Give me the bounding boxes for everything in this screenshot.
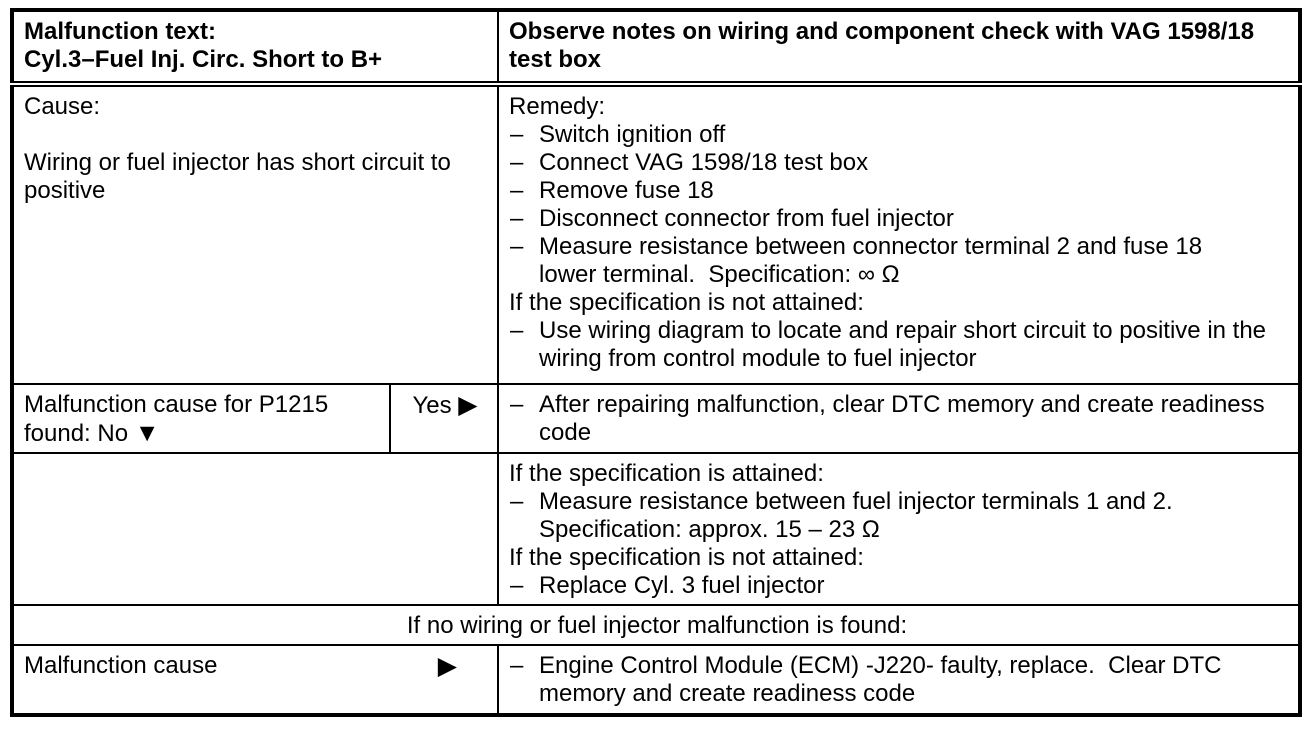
- decision-question-cell: Malfunction cause for P1215 found: No ▼: [11, 383, 391, 454]
- cause-label: Cause:: [24, 93, 101, 120]
- list-item: Replace Cyl. 3 fuel injector: [509, 572, 1290, 600]
- list-item: Remove fuse 18: [509, 177, 1290, 205]
- attained-step-list: Measure resistance between fuel injector…: [509, 488, 1290, 544]
- yes-label: Yes: [412, 392, 452, 419]
- table-row: If the specification is attained: Measur…: [10, 452, 1302, 606]
- table-row: Malfunction cause for P1215 found: No ▼ …: [11, 383, 1302, 454]
- list-item: Engine Control Module (ECM) -J220- fault…: [509, 652, 1290, 708]
- remedy-label: Remedy:: [509, 93, 606, 120]
- right-arrow-icon: ▶: [437, 652, 458, 680]
- malfunction-text-label: Malfunction text:: [24, 18, 216, 45]
- list-item: After repairing malfunction, clear DTC m…: [509, 391, 1290, 447]
- list-item: Measure resistance between connector ter…: [509, 233, 1290, 289]
- cause-description: Wiring or fuel injector has short circui…: [24, 149, 451, 204]
- cause-cell: Cause: Wiring or fuel injector has short…: [10, 83, 500, 385]
- malfunction-text-cell: Malfunction text: Cyl.3–Fuel Inj. Circ. …: [10, 9, 500, 87]
- list-item: Measure resistance between fuel injector…: [509, 488, 1290, 544]
- list-item: Connect VAG 1598/18 test box: [509, 149, 1290, 177]
- final-action-list: Engine Control Module (ECM) -J220- fault…: [509, 652, 1290, 708]
- attained-not-step-list: Replace Cyl. 3 fuel injector: [509, 572, 1290, 600]
- final-cause-label: Malfunction cause: [24, 652, 218, 679]
- condition-not-attained: If the specification is not attained:: [509, 289, 864, 316]
- decision-action-list: After repairing malfunction, clear DTC m…: [509, 391, 1290, 447]
- decision-action-cell: After repairing malfunction, clear DTC m…: [497, 383, 1302, 454]
- wiring-note-cell: Observe notes on wiring and component ch…: [497, 9, 1302, 87]
- table-row: Malfunction text: Cyl.3–Fuel Inj. Circ. …: [10, 9, 1302, 87]
- remedy-not-attained-list: Use wiring diagram to locate and repair …: [509, 317, 1290, 373]
- remedy-step-list: Switch ignition off Connect VAG 1598/18 …: [509, 121, 1290, 289]
- right-arrow-icon: ▶: [458, 391, 478, 419]
- down-arrow-icon: ▼: [134, 419, 160, 447]
- empty-cell: [10, 452, 500, 606]
- final-action-cell: Engine Control Module (ECM) -J220- fault…: [497, 644, 1302, 716]
- final-cause-cell: Malfunction cause ▶: [10, 644, 500, 716]
- malfunction-code: Cyl.3–Fuel Inj. Circ. Short to B+: [24, 46, 383, 73]
- no-malfunction-note: If no wiring or fuel injector malfunctio…: [406, 612, 908, 639]
- condition-attained: If the specification is attained:: [509, 460, 824, 487]
- table-row: If no wiring or fuel injector malfunctio…: [10, 604, 1302, 646]
- decision-question: Malfunction cause for P1215 found: No: [24, 391, 329, 447]
- list-item: Switch ignition off: [509, 121, 1290, 149]
- diagnostic-table: Malfunction text: Cyl.3–Fuel Inj. Circ. …: [10, 8, 1303, 717]
- list-item: Use wiring diagram to locate and repair …: [509, 317, 1290, 373]
- wiring-note-text: Observe notes on wiring and component ch…: [509, 18, 1255, 73]
- decision-yes-cell: Yes ▶: [388, 383, 500, 454]
- list-item: Disconnect connector from fuel injector: [509, 205, 1290, 233]
- remedy-cell: Remedy: Switch ignition off Connect VAG …: [497, 83, 1302, 385]
- attained-cell: If the specification is attained: Measur…: [497, 452, 1302, 606]
- no-malfunction-note-cell: If no wiring or fuel injector malfunctio…: [10, 604, 1302, 646]
- table-row: Cause: Wiring or fuel injector has short…: [10, 83, 1302, 385]
- table-row: Malfunction cause ▶ Engine Control Modul…: [10, 644, 1302, 716]
- condition-not-attained-2: If the specification is not attained:: [509, 544, 864, 571]
